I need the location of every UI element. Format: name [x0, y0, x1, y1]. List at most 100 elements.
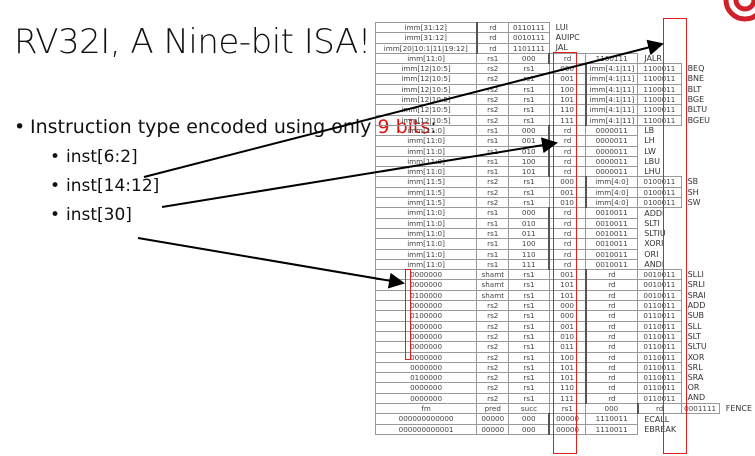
instruction-name: BGE [687, 95, 705, 105]
instruction-name: SLLI [687, 270, 704, 280]
instruction-name: ADDI [644, 208, 665, 218]
instruction-name: LH [644, 136, 655, 146]
opcode-cell: 0001111 [680, 402, 720, 415]
opcode-cell: 0010011 [585, 207, 639, 219]
opcode-cell: 0110011 [637, 372, 682, 384]
arrow-funct3 [161, 137, 558, 208]
opcode-cell: 0110011 [637, 341, 682, 353]
opcode-cell: 0010011 [637, 279, 682, 291]
instruction-name: SLTIU [644, 228, 666, 238]
instruction-name: JALR [644, 53, 662, 63]
sub-bullet-opcode: inst[6:2] [14, 143, 437, 172]
instruction-name: ANDI [644, 259, 665, 269]
opcode-cell: 1101111 [508, 42, 550, 54]
opcode-cell: 1110011 [585, 413, 639, 425]
instruction-name: SLT [687, 331, 701, 341]
instruction-name: LW [644, 146, 656, 156]
instruction-name: LBU [644, 156, 661, 166]
instruction-name: BLTU [687, 105, 708, 115]
instruction-name: SRLI [687, 280, 706, 290]
rd-field-cell: rd [548, 166, 587, 178]
instruction-name: ORI [644, 249, 659, 259]
instruction-name: SLL [687, 321, 702, 331]
funct3-highlight-box [553, 52, 577, 454]
opcode-cell: 0110111 [508, 21, 550, 34]
rd-field-cell: rd [548, 52, 587, 65]
instruction-name: XOR [687, 352, 705, 362]
instruction-name: SRL [687, 362, 703, 372]
instruction-name: JAL [555, 43, 568, 53]
opcode-cell: 0000011 [585, 155, 639, 168]
instruction-name: SUB [687, 311, 704, 321]
rd-field-cell: rd [548, 238, 587, 250]
rd-field-cell: rd [548, 248, 587, 260]
bullet-main-text: Instruction type encoded using only [30, 116, 378, 138]
opcode-cell: 0000011 [585, 145, 639, 157]
opcode-cell: 0110011 [637, 320, 682, 332]
instruction-name: FENCE [725, 403, 752, 413]
opcode-cell: 1100011 [637, 73, 682, 85]
opcode-cell: 0110011 [637, 310, 682, 322]
instruction-name: BNE [687, 74, 705, 84]
opcode-cell: 1100011 [637, 63, 682, 75]
encoding-row: imm[12|10:5]rs2rs1000imm[4:1|11]1100011B… [374, 63, 755, 75]
university-logo-icon [723, 0, 755, 22]
opcode-cell: 1100011 [637, 114, 682, 126]
opcode-cell: 0010011 [585, 227, 639, 240]
opcode-cell: 0110011 [637, 361, 682, 374]
rd-field-cell: rd [548, 227, 587, 240]
instruction-name: EBREAK [644, 424, 677, 434]
opcode-cell: 0000011 [585, 135, 639, 147]
opcode-cell: 0100011 [637, 176, 682, 188]
opcode-cell: 0010011 [585, 238, 639, 250]
instruction-name: SB [687, 177, 699, 187]
opcode-cell: 0010011 [585, 258, 639, 271]
field-cell: rs1 [548, 402, 587, 415]
opcode-cell: 0110011 [637, 330, 682, 343]
opcode-highlight-box [663, 18, 687, 454]
opcode-cell: 1100011 [637, 83, 682, 96]
instruction-name: AND [687, 393, 706, 403]
instruction-name: LB [644, 126, 655, 136]
arrow-bit30 [137, 237, 405, 289]
instruction-name: XORI [644, 239, 664, 249]
instruction-name: LUI [555, 23, 568, 32]
rd-field-cell: rd [548, 217, 587, 229]
opcode-cell: 1100011 [637, 94, 682, 106]
instruction-name: SW [687, 198, 701, 208]
instruction-name: SLTI [644, 218, 660, 228]
opcode-cell: 0110011 [637, 382, 682, 394]
opcode-cell: 0000011 [585, 124, 639, 137]
opcode-cell: 1110011 [585, 423, 639, 435]
rd-field-cell: rd [548, 258, 587, 271]
instruction-name: SRAI [687, 290, 706, 300]
instruction-name: ECALL [644, 414, 670, 424]
